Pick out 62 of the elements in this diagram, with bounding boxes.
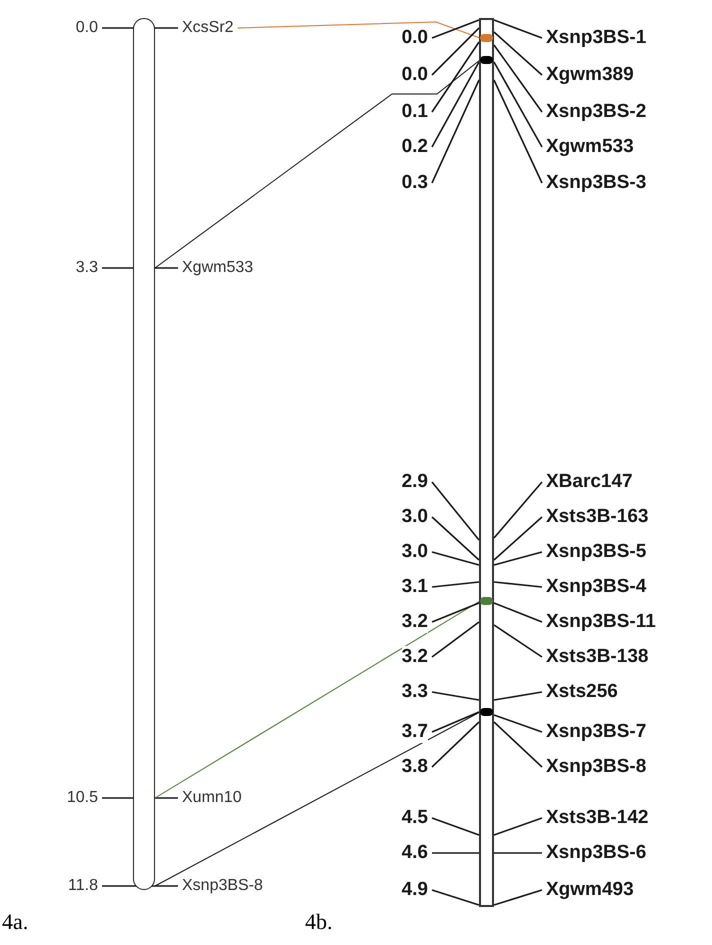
link-line [237, 22, 480, 38]
leader-line [432, 817, 480, 836]
leader-line [494, 714, 542, 733]
leader-line [432, 602, 480, 623]
leader-line [431, 482, 480, 540]
leader-line [494, 889, 542, 906]
leader-line [431, 80, 480, 184]
leader-line [432, 852, 479, 854]
marker-name: Xsnp3BS-4 [546, 576, 646, 598]
leader-line [494, 817, 542, 836]
marker-name: Xsnp3BS-7 [546, 721, 646, 743]
leader-line [431, 27, 480, 76]
leader-line [493, 721, 543, 768]
leader-line [493, 516, 543, 561]
leader-line [432, 711, 480, 733]
leader-line [494, 551, 542, 566]
marker-name: Xgwm493 [546, 879, 634, 901]
marker-name: Xsnp3BS-3 [546, 172, 646, 194]
leader-line [431, 721, 480, 768]
locus-marker [480, 34, 493, 42]
leader-line [493, 31, 543, 76]
panel-label: 4b. [305, 909, 332, 935]
marker-name: Xsnp3BS-1 [546, 27, 646, 49]
leader-line [493, 481, 543, 539]
locus-marker [480, 597, 493, 605]
marker-name: Xsnp3BS-11 [546, 611, 656, 633]
leader-line [494, 581, 542, 588]
link-line [154, 60, 480, 268]
marker-name: Xsnp3BS-8 [546, 756, 646, 778]
link-line [154, 712, 480, 886]
leader-line [431, 516, 480, 561]
panel-label: 4a. [2, 909, 28, 935]
marker-name: Xsnp3BS-2 [546, 101, 646, 123]
link-line [154, 600, 480, 798]
leader-line [493, 80, 543, 184]
marker-name: Xsnp3BS-8 [182, 877, 263, 895]
leader-line [493, 62, 543, 148]
marker-name: Xsnp3BS-6 [546, 842, 646, 864]
leader-line [432, 551, 480, 566]
leader-line [494, 691, 542, 701]
marker-name: Xgwm533 [546, 136, 634, 158]
locus-marker [480, 708, 493, 716]
leader-line [432, 691, 480, 701]
marker-name: Xsnp3BS-5 [546, 541, 646, 563]
map-position: 3.2 [402, 611, 428, 633]
leader-line [431, 62, 480, 148]
leader-line [432, 581, 480, 588]
chromosome-bar [133, 18, 155, 890]
leader-line [494, 602, 542, 623]
leader-line [494, 624, 542, 658]
leader-line [432, 19, 480, 39]
locus-marker [480, 56, 493, 64]
map-position: 3.7 [402, 721, 428, 743]
marker-name: Xgwm389 [546, 64, 634, 86]
leader-line [431, 42, 480, 112]
chromosome-bar [479, 18, 494, 907]
leader-line [494, 19, 542, 39]
leader-line [493, 44, 543, 112]
marker-name: Xgwm533 [182, 259, 254, 277]
leader-line [494, 852, 542, 854]
leader-line [432, 621, 480, 658]
leader-line [432, 889, 480, 906]
